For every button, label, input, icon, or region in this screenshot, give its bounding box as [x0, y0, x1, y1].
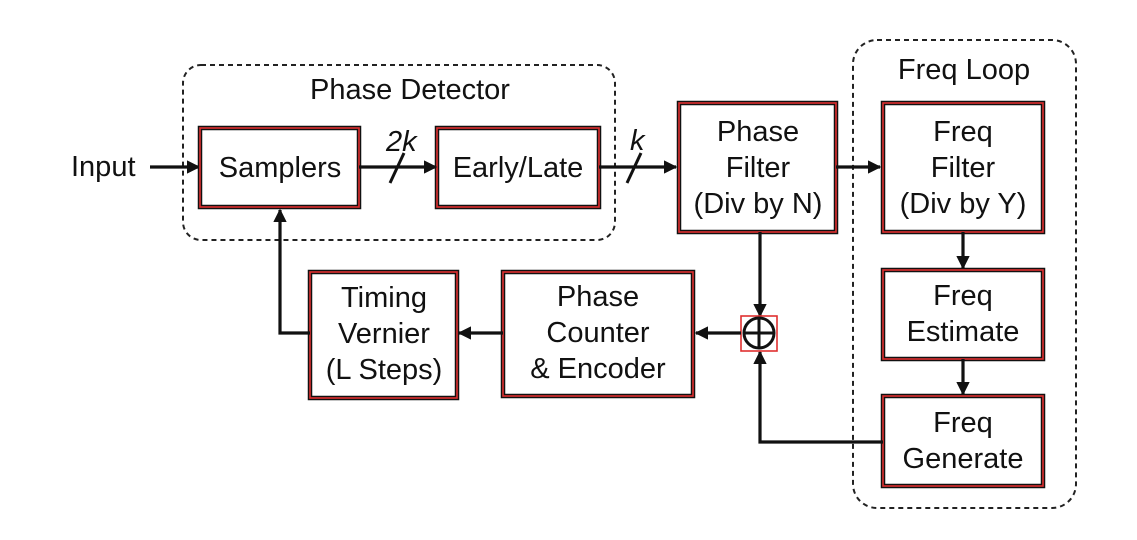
- timing-vernier-label-3: (L Steps): [326, 354, 443, 386]
- phase-counter-block: Phase Counter & Encoder: [500, 269, 696, 399]
- phase-filter-label-3: (Div by N): [694, 188, 823, 220]
- freq-filter-label-1: Freq: [933, 116, 993, 148]
- early-late-block: Early/Late: [434, 125, 602, 210]
- freq-filter-label-2: Filter: [931, 152, 996, 184]
- bus-slash-k: [625, 152, 643, 184]
- timing-vernier-label-2: Vernier: [338, 318, 430, 350]
- bus-slash-2k: [388, 152, 406, 184]
- early-late-label: Early/Late: [453, 152, 584, 184]
- input-label: Input: [71, 151, 136, 183]
- timing-vernier-label-1: Timing: [341, 282, 427, 314]
- samplers-label: Samplers: [219, 152, 342, 184]
- freq-filter-label-3: (Div by Y): [900, 188, 1027, 220]
- freq-generate-label-2: Generate: [903, 443, 1024, 475]
- phase-filter-label-1: Phase: [717, 116, 799, 148]
- freq-estimate-label-1: Freq: [933, 280, 993, 312]
- freq-generate-to-sum-arrow: [753, 350, 883, 444]
- phase-filter-block: Phase Filter (Div by N): [676, 100, 839, 235]
- samplers-block: Samplers: [197, 125, 362, 210]
- phase-detector-title: Phase Detector: [310, 74, 510, 106]
- phase-detector-group: [182, 64, 616, 241]
- phase-counter-label-2: Counter: [546, 317, 650, 349]
- freq-generate-block: Freq Generate: [880, 393, 1046, 489]
- freq-loop-group: [852, 39, 1077, 509]
- phase-counter-label-1: Phase: [557, 281, 639, 313]
- phase-counter-label-3: & Encoder: [530, 353, 666, 385]
- freq-estimate-block: Freq Estimate: [880, 267, 1046, 362]
- freq-filter-block: Freq Filter (Div by Y): [880, 100, 1046, 235]
- freq-generate-label-1: Freq: [933, 407, 993, 439]
- bus-width-2k: 2k: [385, 126, 418, 158]
- freq-estimate-label-2: Estimate: [907, 316, 1020, 348]
- phase-filter-label-2: Filter: [726, 152, 791, 184]
- freq-loop-title: Freq Loop: [898, 54, 1030, 86]
- vernier-to-samplers-arrow: [273, 208, 310, 335]
- timing-vernier-block: Timing Vernier (L Steps): [307, 269, 460, 401]
- summing-junction: [740, 315, 778, 352]
- bus-width-k: k: [630, 125, 646, 157]
